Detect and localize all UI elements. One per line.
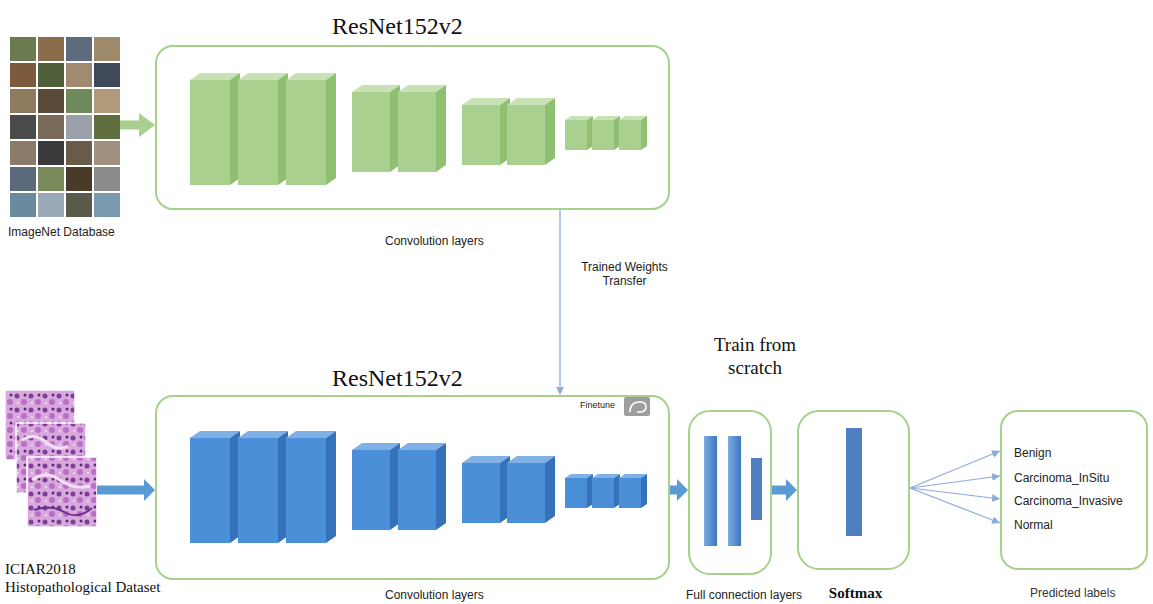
photo-tile	[94, 141, 120, 165]
photo-tile	[66, 89, 92, 113]
photo-tile	[38, 115, 64, 139]
pretrained-conv-blocks	[190, 73, 647, 185]
class-label: Normal	[1014, 518, 1053, 532]
transfer-arrow	[559, 210, 560, 387]
layer-caption: Full connection layers	[686, 588, 802, 602]
finetuned-conv-blocks	[190, 431, 647, 543]
photo-tile	[66, 167, 92, 191]
softmax-box: Softmax	[797, 410, 910, 570]
softmax-bar	[846, 428, 862, 536]
conv-block	[190, 431, 240, 543]
conv-block	[565, 474, 593, 508]
photo-tile	[94, 193, 120, 217]
photo-tile	[10, 141, 36, 165]
photo-tile	[38, 63, 64, 87]
layer-caption: Convolution layers	[385, 234, 484, 248]
edge-label: Trained Weights Transfer	[570, 259, 679, 290]
photo-tile	[38, 141, 64, 165]
photo-tile	[10, 89, 36, 113]
photo-tile	[94, 89, 120, 113]
output-fan-lines	[910, 451, 1000, 523]
dense-bar	[704, 436, 717, 546]
conv-block	[190, 73, 240, 185]
conv-block	[238, 73, 288, 185]
transfer-arrow	[910, 488, 992, 498]
photo-tile	[38, 193, 64, 217]
finetune-icon	[624, 397, 650, 416]
softmax-caption: Softmax	[799, 584, 912, 602]
output-caption: Predicted labels	[1030, 586, 1115, 600]
conv-block	[286, 431, 336, 543]
finetune-tag: Finetune	[580, 400, 615, 411]
conv-block	[352, 443, 400, 530]
conv-block	[286, 73, 336, 185]
imagenet-mosaic	[10, 37, 120, 217]
dense-bar	[751, 458, 762, 520]
conv-block	[462, 98, 510, 165]
fan-line	[910, 451, 1000, 488]
photo-tile	[94, 167, 120, 191]
icon-tile	[624, 397, 650, 416]
class-label: Benign	[1014, 446, 1051, 460]
photo-tile	[38, 37, 64, 61]
conv-block	[507, 456, 555, 523]
conv-block	[619, 116, 647, 150]
photo-tile	[38, 167, 64, 191]
conv-block	[352, 85, 400, 172]
flow-arrow	[120, 121, 139, 130]
dense-layers-box: Train from scratchFull connection layers	[688, 410, 772, 575]
photo-tile	[66, 63, 92, 87]
photo-tile	[10, 63, 36, 87]
photo-tile	[94, 115, 120, 139]
photo-tile	[66, 115, 92, 139]
fan-line	[910, 488, 1000, 523]
histology-image	[27, 457, 97, 527]
histology-slides	[5, 390, 97, 527]
tissue-streak	[22, 436, 68, 448]
flow-arrow	[670, 486, 677, 495]
conv-block	[592, 116, 620, 150]
photo-tile	[66, 193, 92, 217]
flow-arrow	[97, 486, 144, 495]
flow-arrow	[772, 486, 786, 495]
training-note: Train from scratch	[700, 334, 810, 380]
photo-tile	[10, 193, 36, 217]
class-label: Carcinoma_Invasive	[1014, 494, 1123, 508]
dense-layer-bars	[704, 436, 762, 546]
conv-block	[462, 456, 510, 523]
photo-tile	[10, 115, 36, 139]
tissue-streak	[32, 475, 90, 487]
layer-caption: Convolution layers	[385, 588, 484, 602]
conv-block	[619, 474, 647, 508]
photo-tile	[66, 141, 92, 165]
network-title: ResNet152v2	[332, 12, 463, 41]
photo-tile	[94, 63, 120, 87]
conv-block	[592, 474, 620, 508]
tissue-streak	[34, 507, 92, 515]
conv-block	[238, 431, 288, 543]
photo-tile	[38, 89, 64, 113]
image-dataset: ImageNet Database	[8, 35, 120, 217]
fan-line	[910, 476, 1000, 488]
conv-block	[398, 85, 446, 172]
image-dataset: ICIAR2018 Histopathological Dataset	[5, 390, 97, 527]
icon-arrow	[630, 402, 646, 412]
dataset-caption: ImageNet Database	[8, 225, 115, 239]
conv-block	[507, 98, 555, 165]
labels-box: BenignCarcinoma_InSituCarcinoma_Invasive…	[1000, 410, 1148, 570]
dataset-caption: ICIAR2018 Histopathological Dataset	[5, 560, 185, 596]
class-label: Carcinoma_InSitu	[1014, 471, 1109, 485]
network-title: ResNet152v2	[332, 364, 463, 393]
conv-block	[565, 116, 593, 150]
photo-tile	[66, 37, 92, 61]
photo-tile	[94, 37, 120, 61]
photo-tile	[10, 37, 36, 61]
network-box: ResNet152v2Convolution layers	[155, 45, 670, 210]
conv-block	[398, 443, 446, 530]
dense-bar	[728, 436, 741, 546]
photo-tile	[10, 167, 36, 191]
network-box: ResNet152v2FinetuneConvolution layers	[155, 395, 670, 580]
